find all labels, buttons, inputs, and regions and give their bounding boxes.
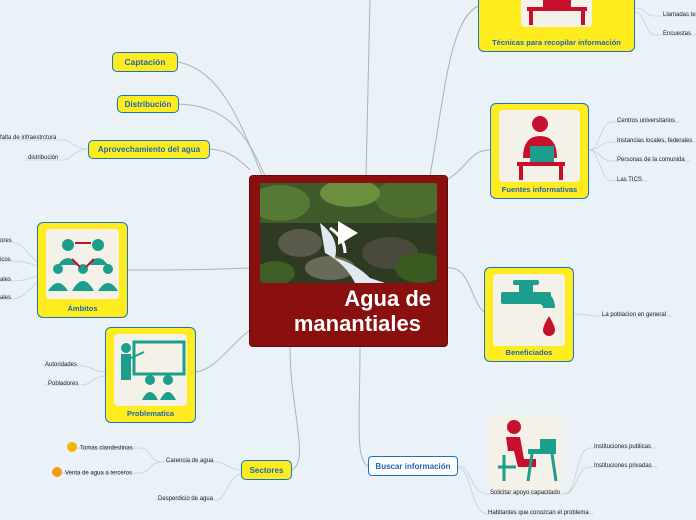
central-title-line2: manantiales: [240, 311, 421, 336]
person-laptop-icon: [521, 0, 594, 27]
face-icon: [67, 442, 77, 452]
node-buscar[interactable]: Buscar información: [368, 456, 458, 476]
leaf-tics[interactable]: Las TICS: [617, 177, 642, 183]
node-captacion[interactable]: Captación: [112, 52, 178, 72]
classroom-icon: [114, 334, 189, 406]
leaf-ambitos-2[interactable]: icos: [0, 257, 11, 263]
leaf-autoridades[interactable]: Autoridades: [45, 362, 77, 368]
play-icon[interactable]: [336, 219, 360, 247]
beneficiados-image: [493, 274, 565, 346]
leaf-ambitos-4[interactable]: ales: [0, 295, 11, 301]
leaf-encuestas[interactable]: Encuestas: [663, 31, 691, 37]
tecnicas-label: Técnicas para recopilar información: [479, 38, 634, 47]
ambitos-label: Ámbitos: [38, 304, 127, 313]
leaf-personas-comunidad[interactable]: Personas de la comunida: [617, 157, 685, 163]
central-title-line1: Agua de: [250, 286, 431, 311]
person-desk-icon: [499, 110, 582, 182]
waterfall-image: [260, 183, 437, 283]
leaf-carencia-agua[interactable]: Carencia de agua: [166, 458, 213, 464]
leaf-habitantes[interactable]: Habitantes que conozcan el problema: [488, 510, 589, 516]
person-computer-icon: [488, 415, 562, 490]
leaf-venta-agua[interactable]: Venta de agua a terceros: [52, 468, 132, 478]
leaf-solicitar-apoyo[interactable]: Solicitar apoyo capacitado: [490, 490, 560, 496]
node-problematica[interactable]: Problematica: [105, 327, 196, 423]
leaf-tomas-clandestinas[interactable]: Tomas clandestinas: [67, 443, 133, 453]
node-sectores[interactable]: Sectores: [241, 460, 292, 480]
node-fuentes[interactable]: Fuentes informativas: [490, 103, 589, 199]
node-ambitos[interactable]: Ámbitos: [37, 222, 128, 318]
node-aprovechamiento[interactable]: Aprovechamiento del agua: [88, 140, 210, 159]
leaf-desperdicio-agua[interactable]: Desperdicio de agua: [158, 496, 213, 502]
node-beneficiados[interactable]: Beneficiados: [484, 267, 574, 362]
ambitos-image: [46, 229, 119, 299]
tecnicas-image: [521, 0, 592, 27]
face-icon: [52, 467, 62, 477]
leaf-instancias[interactable]: Instancias locales, federales: [617, 138, 692, 144]
fuentes-label: Fuentes informativas: [491, 185, 588, 194]
problematica-image: [114, 334, 187, 406]
problematica-label: Problematica: [106, 409, 195, 418]
group-people-icon: [46, 229, 121, 299]
central-title: Agua de manantiales: [250, 286, 431, 336]
leaf-llamadas[interactable]: Llamadas te: [663, 12, 696, 18]
fuentes-image: [499, 110, 580, 182]
node-distribucion[interactable]: Distribución: [117, 95, 179, 113]
leaf-centros-universitarios[interactable]: Centros universitarios: [617, 118, 675, 124]
beneficiados-label: Beneficiados: [485, 348, 573, 357]
leaf-ambitos-3[interactable]: ales: [0, 277, 11, 283]
leaf-pobladores[interactable]: Pobladores: [48, 381, 78, 387]
leaf-instituciones-publicas[interactable]: Instituciones publicas: [594, 444, 651, 450]
leaf-falta-infraestructura[interactable]: falta de infraestrctura: [0, 135, 56, 141]
buscar-image: [488, 415, 562, 490]
faucet-icon: [493, 274, 567, 346]
leaf-distribucion[interactable]: distribución: [28, 155, 58, 161]
leaf-ambitos-1[interactable]: ores: [0, 238, 12, 244]
leaf-instituciones-privadas[interactable]: Instituciones privadas: [594, 463, 652, 469]
node-tecnicas[interactable]: Técnicas para recopilar información: [478, 0, 635, 52]
central-topic[interactable]: Agua de manantiales: [250, 176, 447, 346]
leaf-poblacion-general[interactable]: La poblacion en general: [602, 312, 666, 318]
